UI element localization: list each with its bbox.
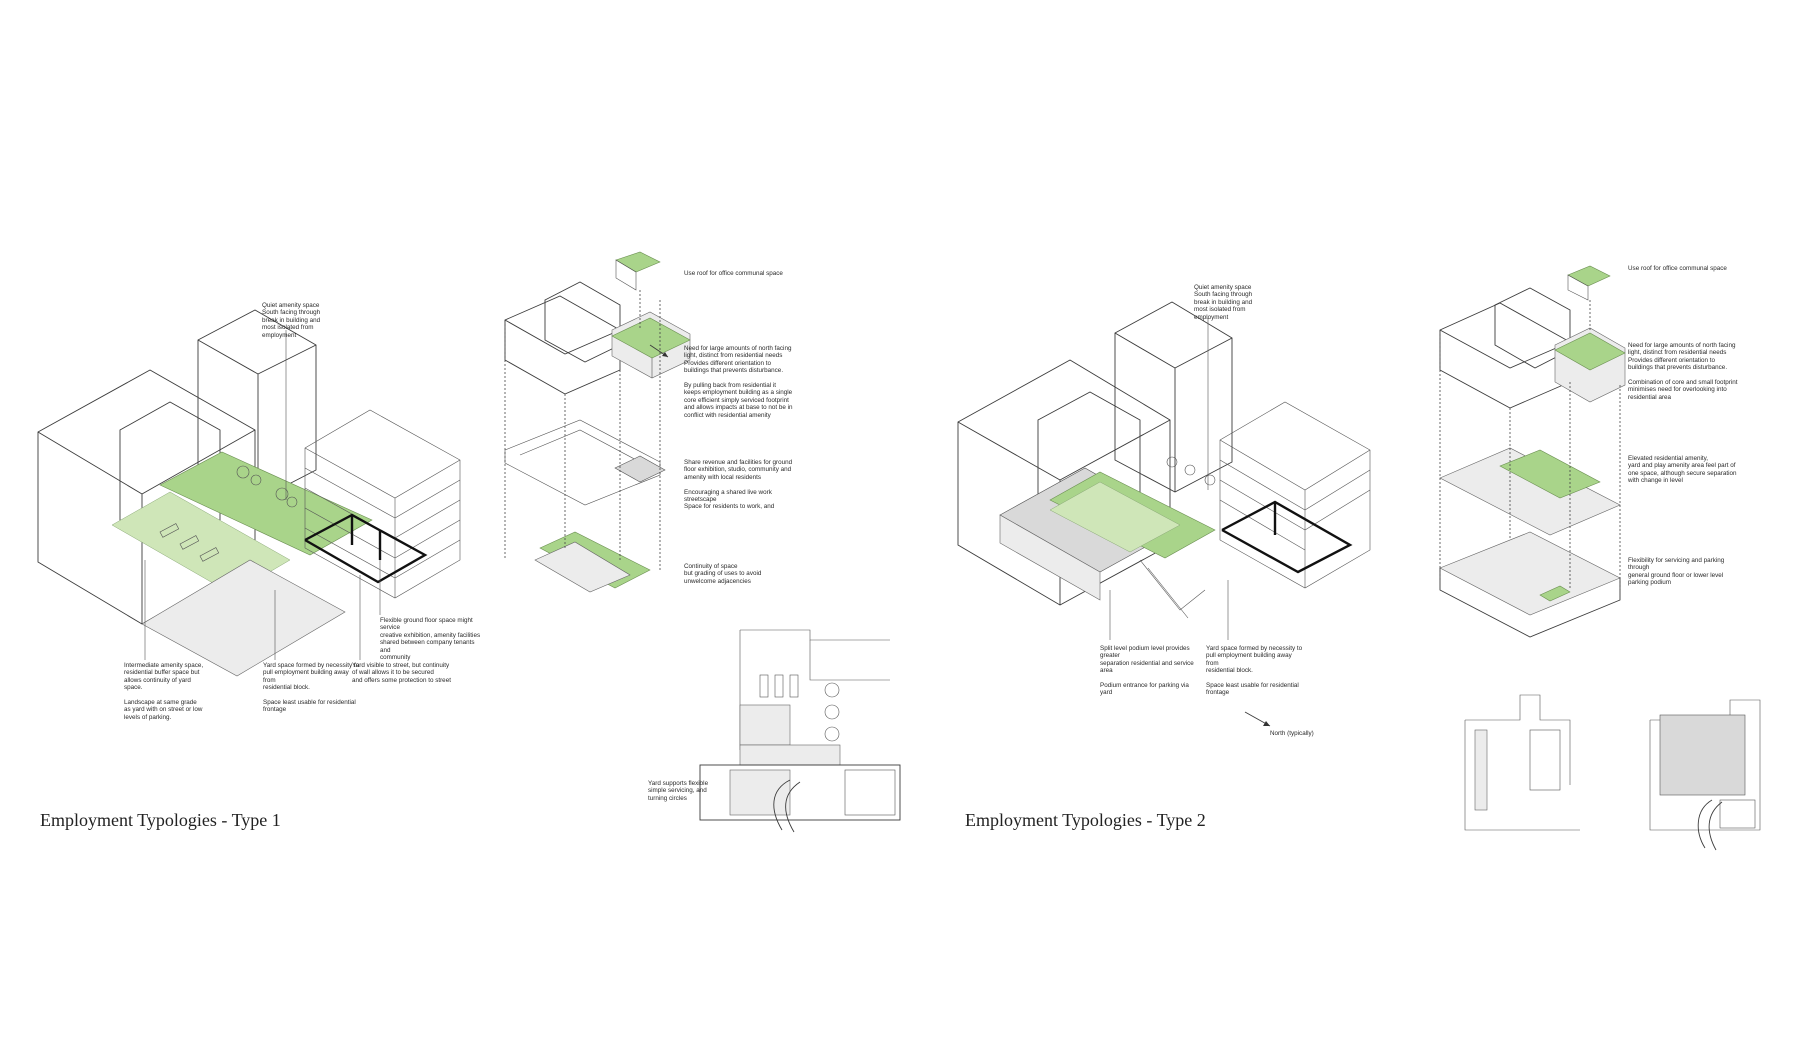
note-t2-north-light: Need for large amounts of north facing l… xyxy=(1628,342,1738,401)
note-quiet-amenity: Quiet amenity space South facing through… xyxy=(262,302,321,339)
note-t2-yard-space: Yard space formed by necessity to pull e… xyxy=(1206,645,1303,697)
note-t2-north: North (typically) xyxy=(1270,730,1314,737)
type2-title: Employment Typologies - Type 2 xyxy=(965,810,1206,830)
note-continuity: Continuity of space but grading of uses … xyxy=(684,563,762,585)
note-intermediate-amenity: Intermediate amenity space, residential … xyxy=(124,662,204,721)
type2-axonometric xyxy=(957,301,1371,727)
note-roof: Use roof for office communal space xyxy=(684,270,783,277)
note-north-light: Need for large amounts of north facing l… xyxy=(684,345,793,419)
type1-title: Employment Typologies - Type 1 xyxy=(40,810,281,830)
note-t2-elevated: Elevated residential amenity, yard and p… xyxy=(1628,455,1737,485)
type2-plans xyxy=(1464,694,1761,851)
note-t2-roof: Use roof for office communal space xyxy=(1628,265,1727,272)
note-yard-space: Yard space formed by necessity to pull e… xyxy=(263,662,360,714)
note-t2-flexibility: Flexibility for servicing and parking th… xyxy=(1628,557,1725,587)
note-yard-supports: Yard supports flexible simple servicing,… xyxy=(648,780,709,802)
note-flexible-ground: Flexible ground floor space might servic… xyxy=(380,617,481,662)
type1-exploded xyxy=(504,251,691,593)
note-t2-split-level: Split level podium level provides greate… xyxy=(1100,645,1194,697)
note-t2-quiet-amenity: Quiet amenity space South facing through… xyxy=(1194,284,1253,321)
note-yard-visible: Yard visible to street, but continuity o… xyxy=(352,662,451,684)
type2-exploded xyxy=(1439,265,1626,638)
type1-axonometric xyxy=(37,309,461,677)
note-share-revenue: Share revenue and facilities for ground … xyxy=(684,459,793,511)
type1-plan xyxy=(699,629,901,833)
